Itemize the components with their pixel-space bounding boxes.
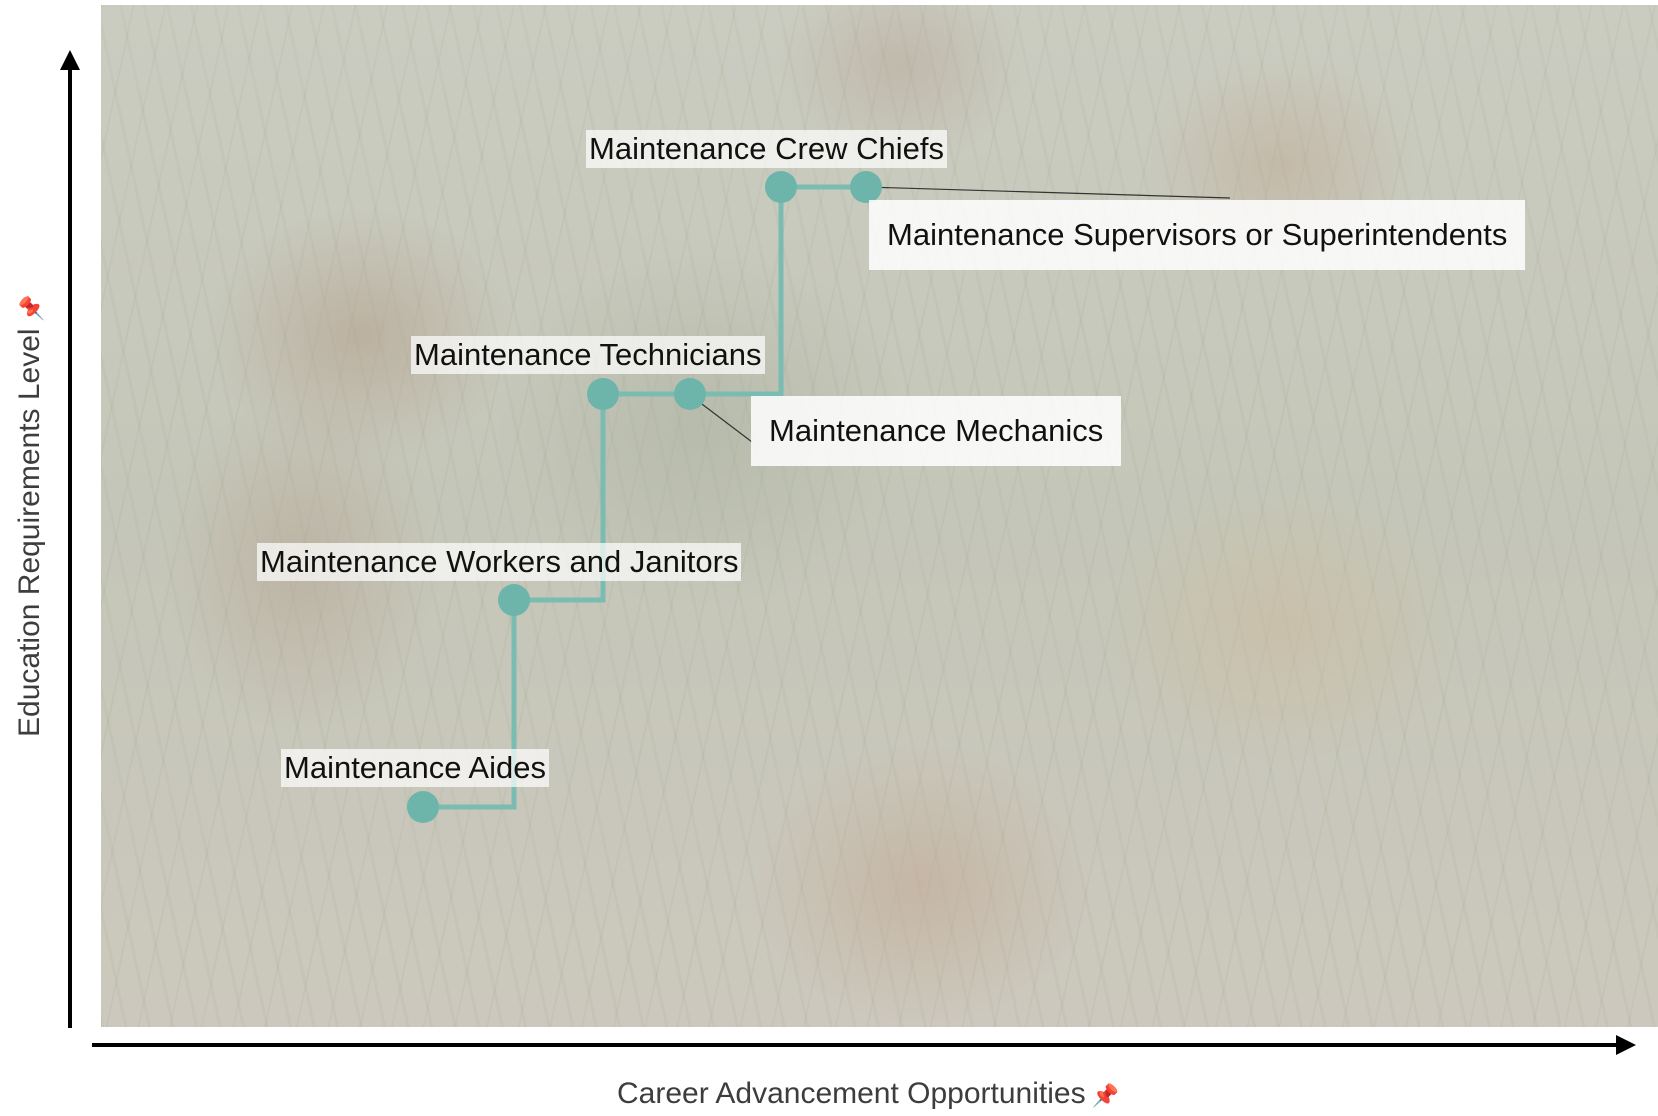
node-marker-maintenance-workers-and-janitors[interactable] (498, 584, 530, 616)
pin-icon[interactable]: 📌 (1091, 1083, 1119, 1108)
y-axis-title: Education Requirements Level 📌 (13, 295, 47, 737)
node-label-maintenance-workers-and-janitors: Maintenance Workers and Janitors (257, 543, 742, 581)
node-marker-maintenance-crew-chiefs[interactable] (765, 171, 797, 203)
x-axis-title-text: Career Advancement Opportunities (617, 1077, 1086, 1110)
leader-line-supervisors (865, 186, 1231, 199)
node-marker-maintenance-technicians[interactable] (587, 378, 619, 410)
node-label-maintenance-supervisors-or-superintendents: Maintenance Supervisors or Superintenden… (869, 200, 1526, 270)
node-label-maintenance-technicians: Maintenance Technicians (411, 336, 765, 374)
node-label-maintenance-mechanics: Maintenance Mechanics (751, 396, 1122, 466)
pin-icon[interactable]: 📌 (19, 295, 44, 323)
x-axis-title: Career Advancement Opportunities📌 (617, 1077, 1119, 1111)
y-axis-title-text: Education Requirements Level (13, 328, 46, 737)
node-marker-maintenance-mechanics[interactable] (674, 378, 706, 410)
node-marker-maintenance-aides[interactable] (407, 791, 439, 823)
node-marker-maintenance-supervisors-or-superintendents[interactable] (850, 171, 882, 203)
background-photo (101, 5, 1658, 1027)
node-label-maintenance-crew-chiefs: Maintenance Crew Chiefs (586, 130, 947, 168)
node-label-maintenance-aides: Maintenance Aides (281, 749, 549, 787)
career-path-line (423, 184, 866, 810)
